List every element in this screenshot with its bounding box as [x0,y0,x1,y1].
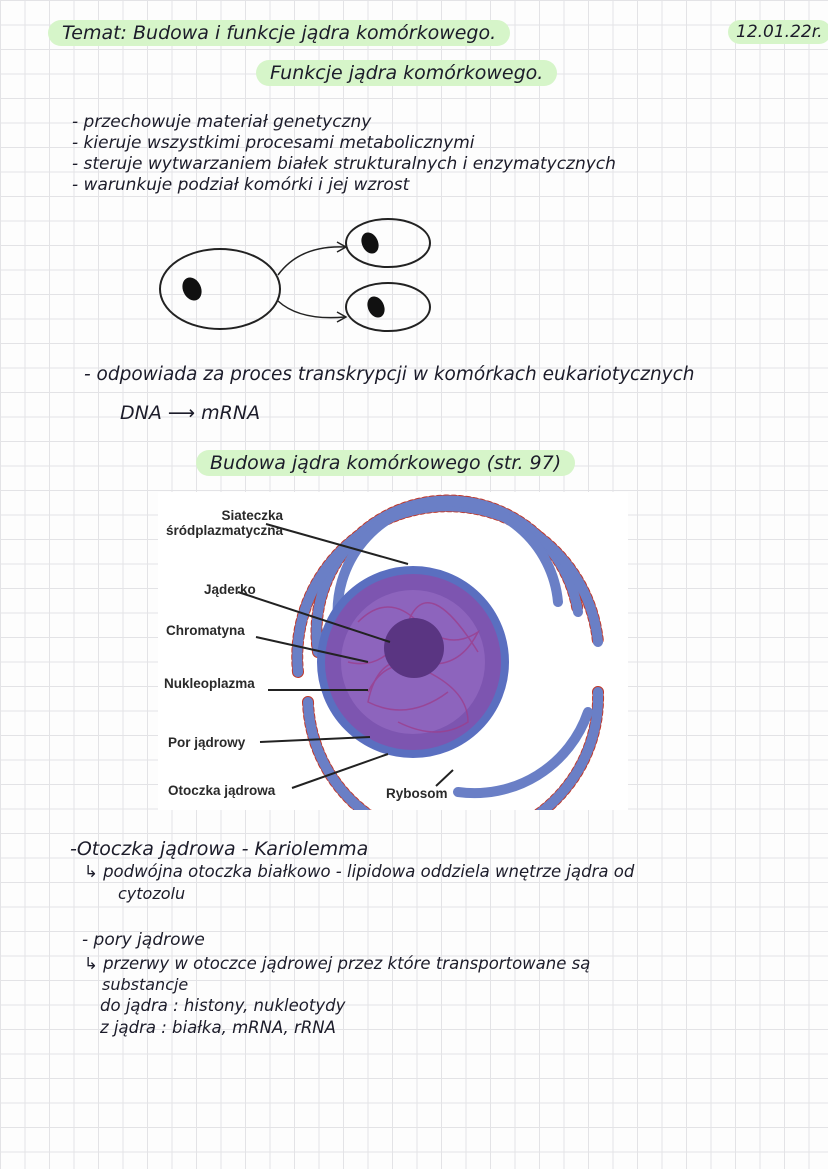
function-item: - przechowuje materiał genetyczny [72,112,372,132]
label-er: Siateczka śródplazmatyczna [166,508,284,538]
nucleolus-shape [384,618,444,678]
envelope-description: ↳ podwójna otoczka białkowo - lipidowa o… [84,862,635,881]
function-item: - warunkuje podział komórki i jej wzrost [72,175,410,195]
label-nucleoplasm: Nukleoplazma [164,676,255,691]
envelope-description-cont: cytozolu [118,884,186,903]
label-ribosome: Rybosom [386,786,448,801]
nucleus-illustration [237,494,605,849]
cell-division-sketch [159,218,431,332]
functions-title: Funkcje jądra komórkowego. [256,60,558,86]
envelope-title: -Otoczka jądrowa - Kariolemma [70,838,369,860]
label-envelope: Otoczka jądrowa [168,783,276,798]
label-nucleolus: Jąderko [204,582,256,597]
transcription-note: - odpowiada za proces transkrypcji w kom… [84,364,695,385]
into-nucleus: do jądra : histony, nukleotydy [100,996,346,1015]
function-item: - kieruje wszystkimi procesami metabolic… [72,133,475,153]
out-of-nucleus: z jądra : białka, mRNA, rRNA [100,1018,336,1037]
label-er-line1: Siateczka [221,508,284,523]
pores-title: - pory jądrowe [82,930,205,950]
pores-description: ↳ przerwy w otoczce jądrowej przez które… [84,954,591,973]
function-item: - steruje wytwarzaniem białek struktural… [72,154,616,174]
topic-heading: Temat: Budowa i funkcje jądra komórkoweg… [48,20,511,46]
structure-title: Budowa jądra komórkowego (str. 97) [196,450,576,476]
label-pore: Por jądrowy [168,735,246,750]
dna-mrna-formula: DNA ⟶ mRNA [120,402,261,424]
label-chromatin: Chromatyna [166,623,245,638]
nucleus-diagram: Siateczka śródplazmatyczna Jąderko Chrom… [158,492,628,849]
label-er-line2: śródplazmatyczna [166,523,284,538]
date: 12.01.22r. [728,20,828,44]
pores-description-cont: substancje [102,975,189,994]
